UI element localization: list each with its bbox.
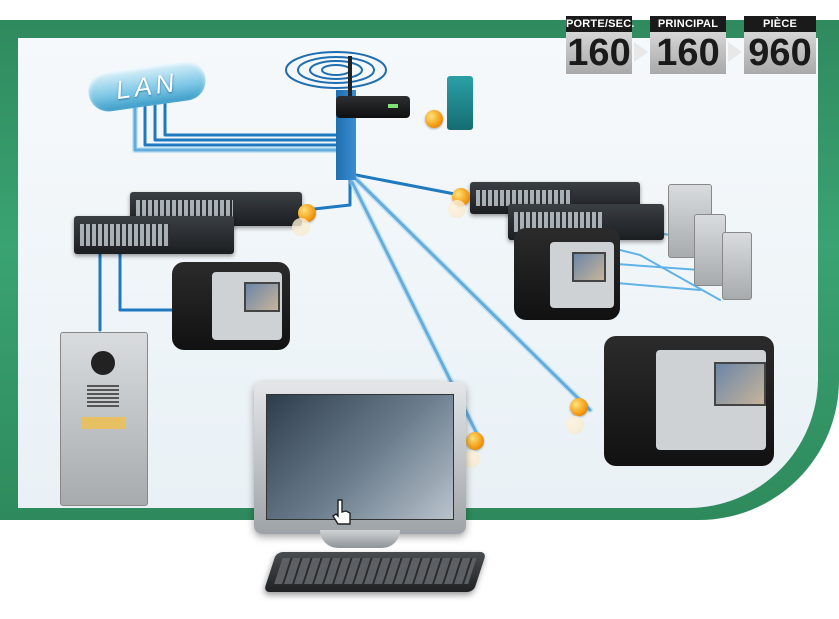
station-screen [244,282,280,312]
node-dot [425,110,443,128]
speaker-grille [87,383,119,407]
keyboard [263,552,487,592]
arrow-icon [634,42,648,62]
name-plate [81,417,125,429]
badge-value: 160 [650,32,726,74]
node-dot-shadow [448,200,466,218]
station-screen [572,252,606,282]
node-dot-shadow [462,450,480,468]
door-station [694,214,726,286]
badge-label: PIÈCE [744,16,816,32]
node-dot [570,398,588,416]
rack-unit [74,216,234,254]
badge-door: PORTE/SEC. 160 [566,16,635,74]
desk-station [604,336,774,466]
badge-label: PORTE/SEC. [566,16,635,32]
monitor-stand [320,530,400,548]
door-panel [60,332,148,506]
arrow-icon [728,42,742,62]
pc-screen [266,394,454,520]
desk-station [514,228,620,320]
rack-ports [136,200,234,218]
pc-monitor [254,382,466,534]
router [336,96,410,118]
router-led [388,104,398,108]
node-dot [298,204,316,222]
badge-label: PRINCIPAL [650,16,726,32]
station-screen [714,362,766,406]
node-dot-shadow [292,218,310,236]
wifi-icon [285,51,387,89]
badge-room: PIÈCE 960 [744,16,816,74]
cursor-hand-icon [332,499,351,525]
badge-value: 960 [744,32,816,74]
door-station [722,232,752,300]
badge-master: PRINCIPAL 160 [650,16,726,74]
node-dot-shadow [566,416,584,434]
rack-ports [514,212,602,232]
router-antenna [348,56,352,98]
node-dot [466,432,484,450]
rack-ports [476,190,572,206]
wall-station [447,76,473,130]
badge-value: 160 [566,32,632,74]
desk-station [172,262,290,350]
rack-ports [80,224,170,246]
camera-lens [91,351,115,375]
